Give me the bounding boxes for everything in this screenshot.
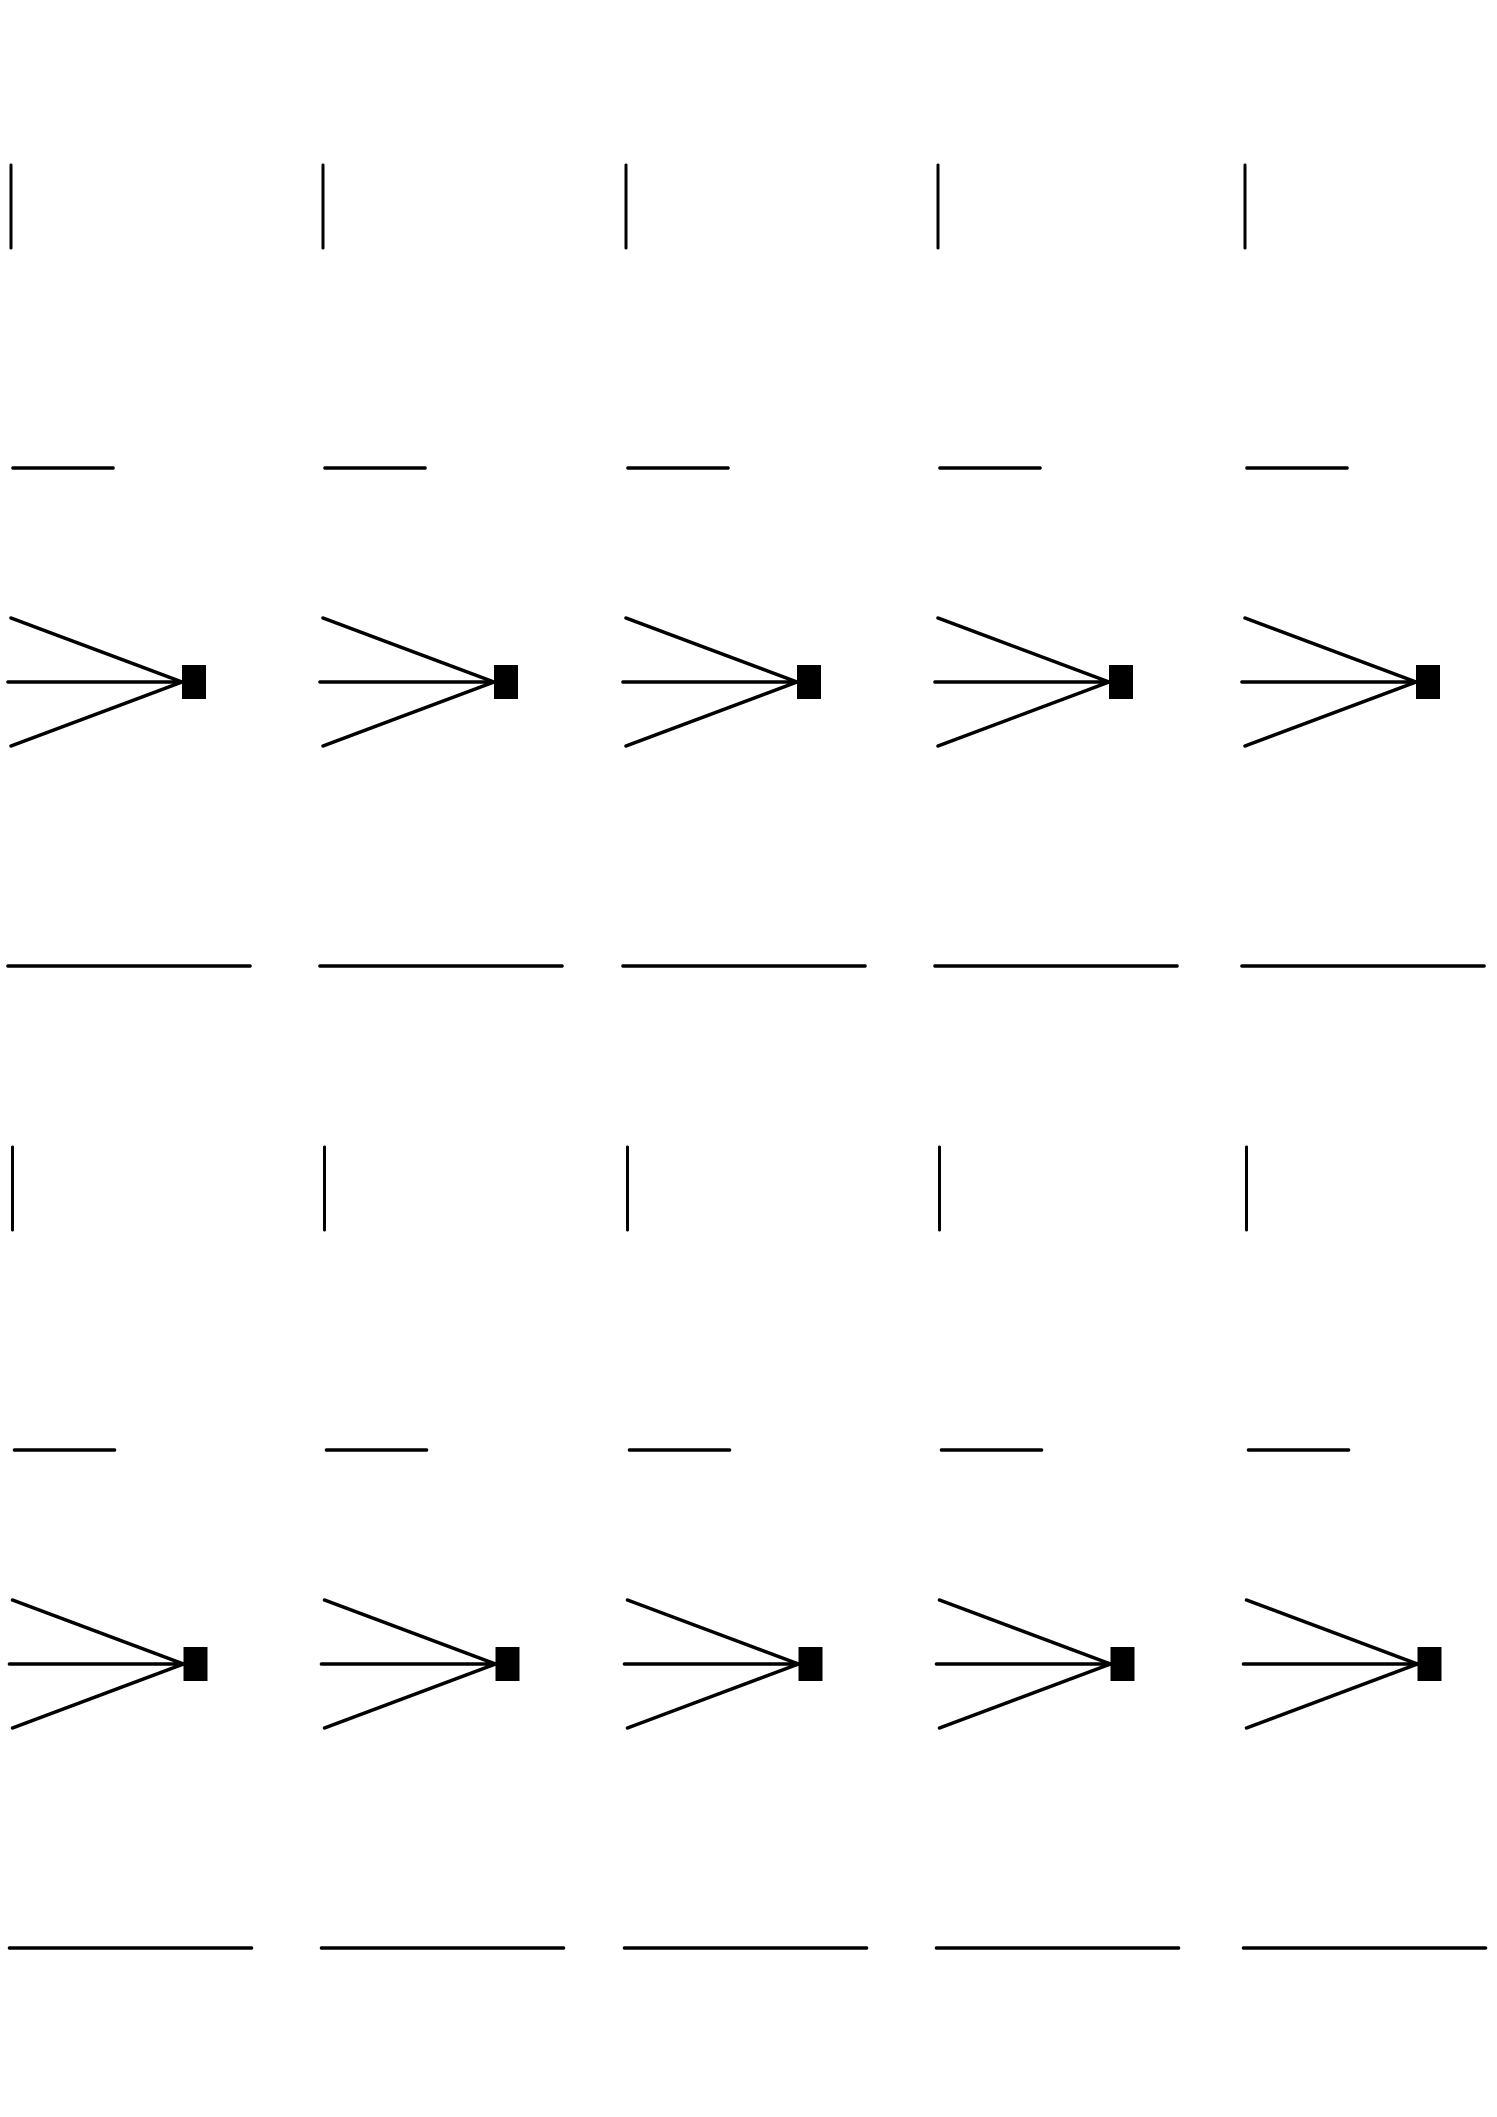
arrow-to-square-icon [621,616,821,748]
arrow-upper-stroke [321,616,496,684]
arrow-lower-stroke [624,680,799,748]
square-icon [183,1647,208,1681]
arrow-lower-stroke [625,1662,801,1730]
arrow-to-square-icon [934,1598,1135,1730]
arrow-upper-stroke [1243,616,1418,684]
arrow-lower-stroke [321,680,496,748]
glyph-cell [7,1145,254,1950]
arrow-lower-stroke [10,1662,186,1730]
arrow-lower-stroke [322,1662,498,1730]
square-icon [1109,665,1133,699]
arrow-to-square-icon [318,616,518,748]
square-icon [798,1647,823,1681]
glyph-cell [621,163,867,968]
glyph-cell [318,163,564,968]
arrow-lower-stroke [1244,1662,1420,1730]
square-icon [494,665,518,699]
square-icon [797,665,821,699]
arrow-upper-stroke [1244,1598,1420,1666]
arrow-upper-stroke [625,1598,801,1666]
glyph-cell [6,163,252,968]
glyph-cell [1241,1145,1488,1950]
arrow-to-square-icon [6,616,206,748]
arrow-upper-stroke [9,616,184,684]
square-icon [1417,1647,1442,1681]
arrow-upper-stroke [624,616,799,684]
arrow-to-square-icon [622,1598,823,1730]
arrow-to-square-icon [1241,1598,1442,1730]
arrow-to-square-icon [7,1598,208,1730]
arrow-lower-stroke [9,680,184,748]
arrow-upper-stroke [322,1598,498,1666]
square-icon [495,1647,520,1681]
arrow-lower-stroke [1243,680,1418,748]
arrow-upper-stroke [937,1598,1113,1666]
arrow-upper-stroke [936,616,1111,684]
square-icon [1416,665,1440,699]
arrow-to-square-icon [319,1598,520,1730]
arrow-to-square-icon [1240,616,1440,748]
square-icon [182,665,206,699]
arrow-to-square-icon [933,616,1133,748]
square-icon [1110,1647,1135,1681]
glyph-cell [1240,163,1486,968]
glyph-cell [622,1145,869,1950]
glyph-cell [933,163,1179,968]
glyph-cell [934,1145,1181,1950]
arrow-lower-stroke [936,680,1111,748]
arrow-upper-stroke [10,1598,186,1666]
glyph-cell [319,1145,566,1950]
arrow-lower-stroke [937,1662,1113,1730]
